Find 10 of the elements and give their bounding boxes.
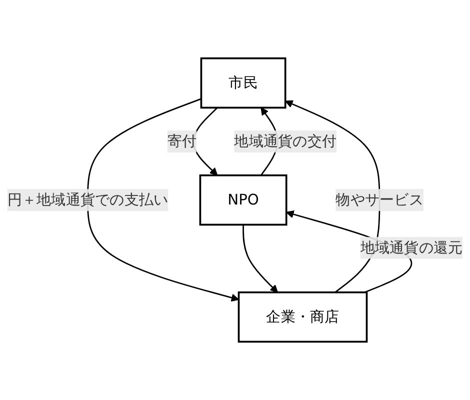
edge-label: 地域通貨の交付 — [234, 132, 337, 150]
edge-label: 円＋地域通貨での支払い — [7, 190, 168, 208]
arrow — [87, 98, 240, 302]
node-box: NPO — [199, 174, 288, 226]
edge-label: 地域通貨の還元 — [360, 238, 463, 256]
arrow — [242, 224, 278, 293]
edge-label: 寄付 — [167, 132, 197, 150]
node-box: 企業・商店 — [238, 291, 368, 343]
edge-label: 物やサービス — [336, 190, 424, 208]
node-box: 市民 — [200, 57, 286, 109]
